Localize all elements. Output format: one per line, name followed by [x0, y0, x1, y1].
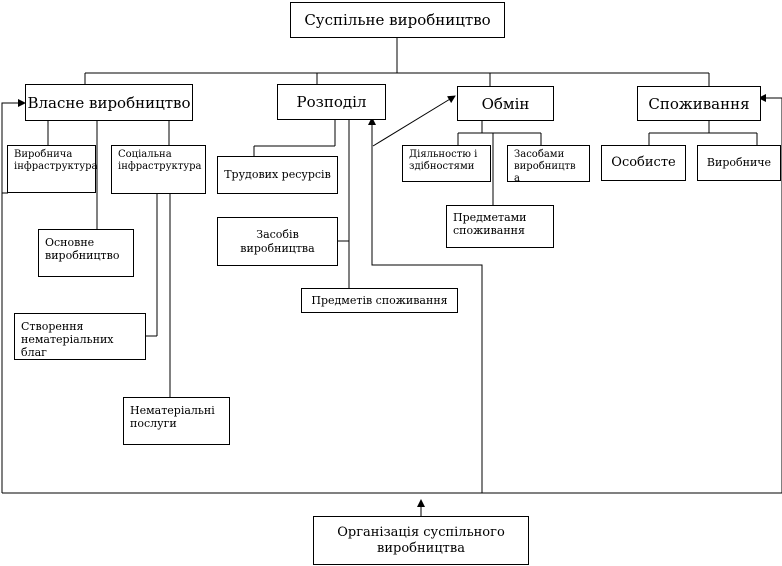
- node-orhanizatsiia: Організація суспільного виробництва: [313, 516, 529, 565]
- node-predmetiv-spozhyvannia: Предметів споживання: [301, 288, 458, 313]
- node-diialnistiu-i-zdibnostiamy: Діяльностю і здібностями: [402, 145, 491, 182]
- node-osnovne-vyrobnytstvo: Основне виробництво: [38, 229, 134, 277]
- node-vyrobnyche: Виробниче: [697, 145, 781, 181]
- node-zasobamy-vyrobnytstva: Засобами виробництв а: [507, 145, 590, 184]
- root-node: Суспільне виробництво: [290, 2, 505, 38]
- node-nematerialni-posluhy: Нематеріальні послуги: [123, 397, 230, 445]
- node-stvorennia-nematerialnykh-blah: Створення нематеріальних благ: [14, 313, 146, 360]
- node-vlasne-vyrobnytstvo: Власне виробництво: [25, 84, 193, 121]
- node-trudovykh-resursiv: Трудових ресурсів: [217, 156, 338, 194]
- node-zasobiv-vyrobnytstva: Засобів виробництва: [217, 217, 338, 266]
- node-spozhyvannia: Споживання: [637, 86, 761, 121]
- node-obmin: Обмін: [457, 86, 554, 121]
- node-vyrobnycha-infrastruktura: Виробнича інфраструктура: [7, 145, 98, 193]
- node-rozpodil: Розподіл: [277, 84, 386, 120]
- node-osobyste: Особисте: [601, 145, 686, 181]
- node-sotsialna-infrastruktura: Соціальна інфраструктура: [111, 145, 206, 194]
- node-predmetamy-spozhyvannia: Предметами споживання: [446, 205, 554, 248]
